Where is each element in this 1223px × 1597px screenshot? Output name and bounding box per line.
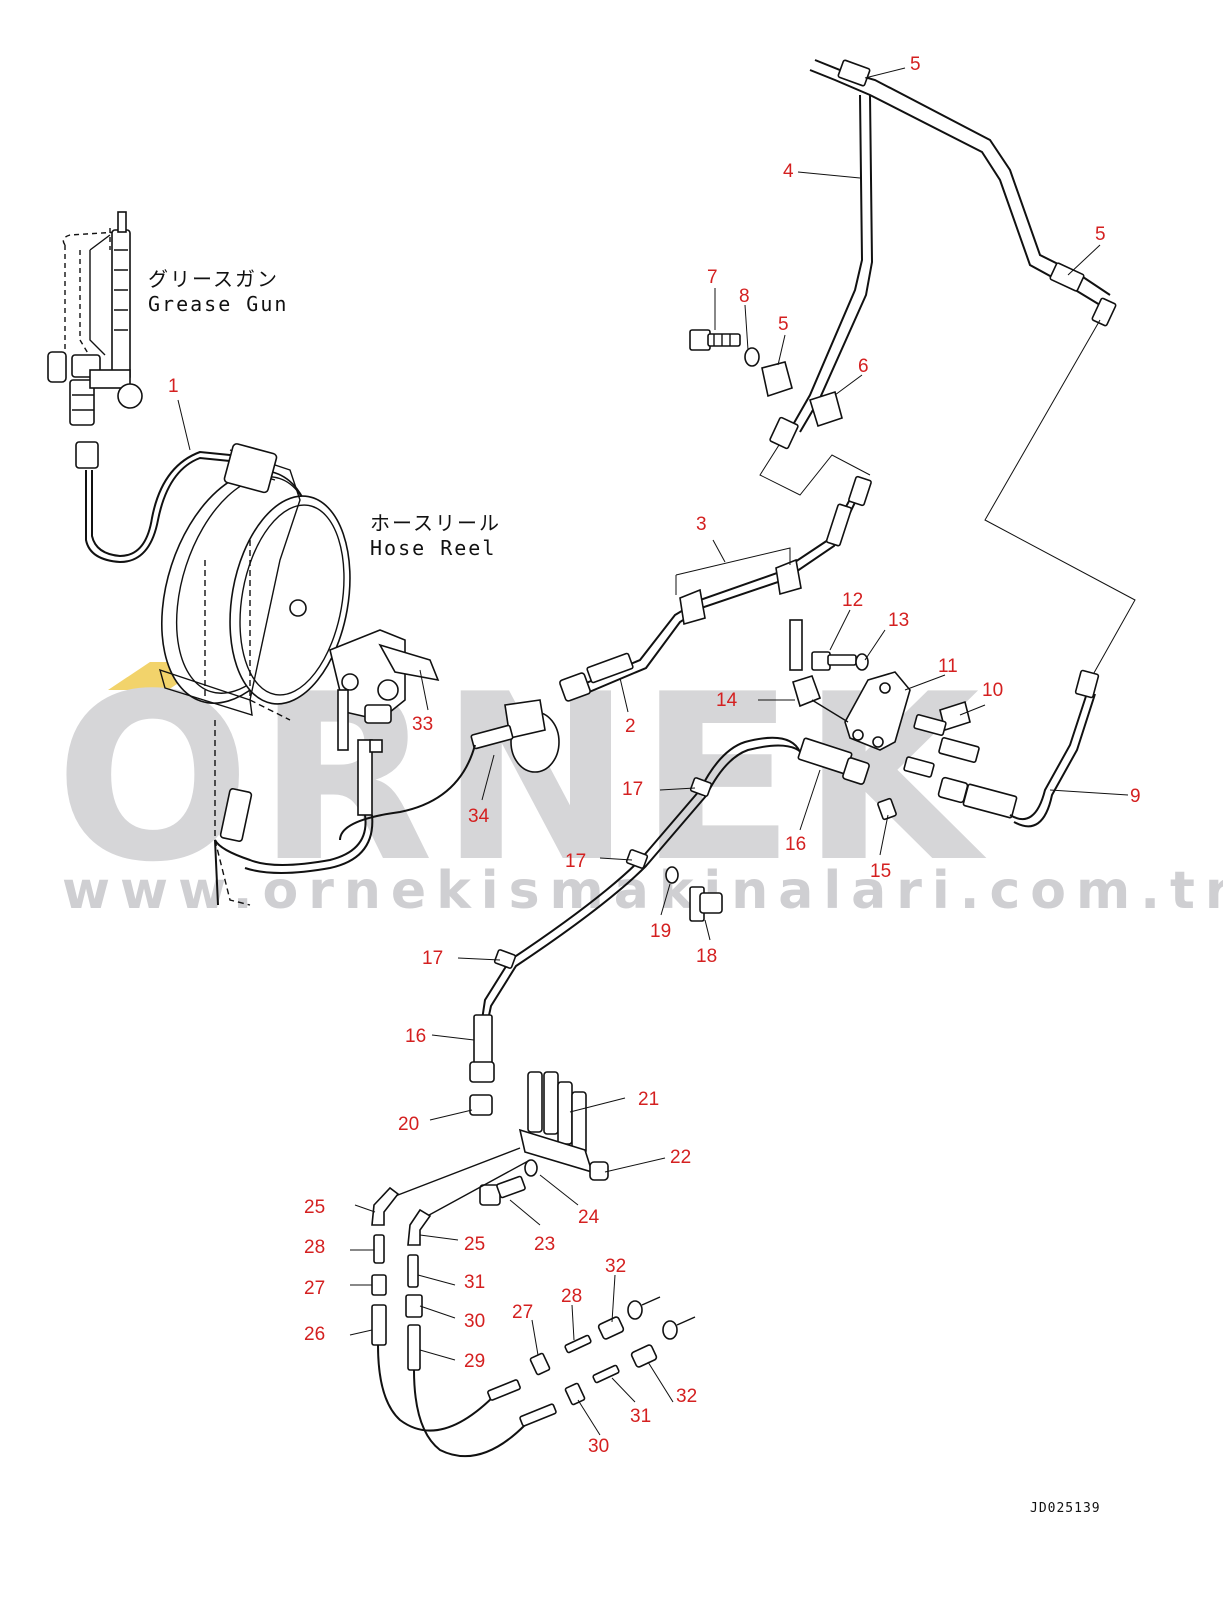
callout-27: 27 [304,1278,325,1299]
callout-20: 20 [398,1114,419,1135]
callout-24: 24 [578,1207,600,1228]
callout-29: 29 [464,1351,485,1372]
callout-7: 7 [707,267,718,288]
callout-32: 32 [676,1386,697,1407]
callout-17: 17 [422,948,443,969]
callout-6: 6 [858,356,869,377]
hose-16-lower-sleeve [473,1014,493,1066]
callout-31: 31 [464,1272,485,1293]
callout-5: 5 [1095,224,1106,245]
bolt-head [689,329,711,351]
callout-18: 18 [696,946,717,967]
callout-8: 8 [739,286,750,307]
valve-assembly [214,629,560,906]
callout-28: 28 [304,1237,325,1258]
callout-4: 4 [783,161,794,182]
callout-26: 26 [304,1324,325,1345]
callout-12: 12 [842,590,863,611]
callout-30: 30 [464,1311,485,1332]
callout-2: 2 [625,716,636,737]
grease-gun [47,211,143,426]
callout-30: 30 [588,1436,609,1457]
callout-22: 22 [670,1147,691,1168]
callout-16: 16 [405,1026,426,1047]
callout-17: 17 [565,851,586,872]
grease-gun-label-en: Grease Gun [148,292,288,316]
drawing-code: JD025139 [1030,1501,1101,1516]
hose-9 [937,669,1100,828]
bracket-assembly [789,619,980,821]
hose-16 [469,736,870,1083]
callout-1: 1 [168,376,179,397]
callout-13: 13 [888,610,909,631]
callout-32: 32 [605,1256,626,1277]
callout-31: 31 [630,1406,651,1427]
callout-15: 15 [870,861,891,882]
callout-19: 19 [650,921,671,942]
hose-reel [75,441,351,721]
leader-lines [177,67,1129,1436]
callout-14: 14 [716,690,738,711]
lower-fittings [371,1186,696,1458]
callout-numbers: 5 4 5 7 8 5 6 1 3 12 13 11 10 14 2 33 9 … [168,54,1141,1457]
callout-16: 16 [785,834,806,855]
upper-pipe [759,59,1136,681]
callout-3: 3 [696,514,707,535]
hose-reel-label-en: Hose Reel [370,536,496,560]
callout-17: 17 [622,779,643,800]
hose-reel-label-jp: ホースリール [370,511,501,535]
hose-3 [559,475,872,702]
callout-27: 27 [512,1302,533,1323]
callout-25: 25 [464,1234,485,1255]
callout-10: 10 [982,680,1003,701]
callout-9: 9 [1130,786,1141,807]
callout-25: 25 [304,1197,325,1218]
clamp-right [1049,262,1085,292]
callout-11: 11 [938,656,958,677]
callout-23: 23 [534,1234,555,1255]
callout-28: 28 [561,1286,582,1307]
callout-21: 21 [638,1089,659,1110]
callout-5: 5 [910,54,921,75]
callout-5: 5 [778,314,789,335]
callout-34: 34 [468,806,490,827]
hose-fitting-1 [75,441,99,469]
grease-gun-label-jp: グリースガン [148,267,279,291]
manifold [384,1071,609,1221]
callout-33: 33 [412,714,433,735]
bolt-and-clamp-set [689,329,843,428]
